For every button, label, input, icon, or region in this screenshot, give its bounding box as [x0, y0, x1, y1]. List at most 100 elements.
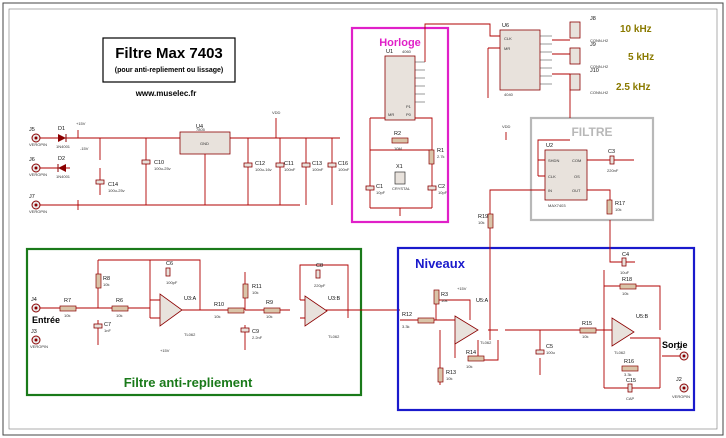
- svg-text:U3:B: U3:B: [328, 296, 341, 302]
- svg-text:J7: J7: [29, 194, 35, 200]
- diode-d2: D2 1N4001: [56, 156, 71, 179]
- svg-text:C3: C3: [608, 149, 615, 155]
- svg-text:J4: J4: [31, 297, 37, 303]
- svg-text:10pF: 10pF: [438, 190, 448, 195]
- resistor-r19: R19 10k: [478, 213, 494, 229]
- svg-text:C15: C15: [626, 378, 636, 384]
- svg-text:R2: R2: [394, 131, 401, 137]
- svg-text:C14: C14: [108, 182, 118, 188]
- svg-text:3.3k: 3.3k: [624, 372, 632, 377]
- connector-j4: J4: [31, 297, 41, 313]
- regulator-u4: U4 7805 GND: [179, 124, 231, 205]
- svg-text:U5:A: U5:A: [476, 298, 489, 304]
- connector-j6: J6 VEROPIN: [29, 157, 47, 177]
- connector-j7: J7 VEROPIN: [29, 194, 47, 214]
- svg-text:VEROPIN: VEROPIN: [30, 344, 48, 349]
- freq-2-5khz: 2.5 kHz: [616, 82, 650, 93]
- website: www.muselec.fr: [135, 89, 197, 98]
- capacitor-c8: C8 220pF: [314, 263, 326, 288]
- ic-u1: U1 4060 MR P0 P1: [384, 49, 425, 121]
- svg-text:MR: MR: [504, 46, 510, 51]
- svg-text:10k: 10k: [466, 364, 472, 369]
- svg-text:C12: C12: [255, 161, 265, 167]
- resistor-r2: R2 10M: [391, 131, 409, 151]
- svg-text:VDD: VDD: [502, 124, 511, 129]
- svg-text:R16: R16: [624, 359, 634, 365]
- svg-text:10k: 10k: [615, 207, 621, 212]
- svg-text:D2: D2: [58, 156, 65, 162]
- svg-text:VEROPIN: VEROPIN: [29, 172, 47, 177]
- ic-u6: U6 CLK MR 4040: [424, 23, 570, 98]
- resistor-r3: R3 10k: [433, 289, 448, 305]
- capacitor-c14: C14 100u-25v: [95, 179, 125, 193]
- resistor-r15: R15 10k: [579, 321, 597, 339]
- svg-text:10k: 10k: [252, 290, 258, 295]
- svg-text:1N4001: 1N4001: [56, 174, 71, 179]
- capacitor-c3: C3 220nF: [607, 149, 619, 173]
- svg-text:C7: C7: [104, 322, 111, 328]
- svg-text:10uF: 10uF: [620, 270, 630, 275]
- frequency-labels: 10 kHz 5 kHz 2.5 kHz: [616, 24, 654, 93]
- svg-text:-15V: -15V: [80, 146, 89, 151]
- horloge-label: Horloge: [379, 37, 421, 49]
- svg-text:R18: R18: [622, 277, 632, 283]
- svg-text:VEROPIN: VEROPIN: [29, 142, 47, 147]
- resistor-r16: R16 3.3k: [621, 359, 639, 377]
- svg-text:R19: R19: [478, 214, 488, 220]
- svg-text:C6: C6: [166, 261, 173, 267]
- svg-text:J1: J1: [676, 346, 682, 352]
- freq-5khz: 5 kHz: [628, 52, 654, 63]
- svg-text:U2: U2: [546, 143, 553, 149]
- svg-text:R8: R8: [103, 276, 110, 282]
- svg-text:SHDN: SHDN: [548, 158, 559, 163]
- svg-text:+15V: +15V: [160, 348, 170, 353]
- block-horloge: Horloge U1 4060 MR P0 P1 R2 10M R1 2.7k …: [350, 26, 450, 224]
- label-sortie: Sortie: [662, 340, 688, 350]
- svg-text:10k: 10k: [103, 282, 109, 287]
- svg-text:100u: 100u: [546, 350, 555, 355]
- label-entree: Entrée: [32, 315, 60, 325]
- capacitor-c10: C10 100u-25v: [141, 159, 171, 171]
- svg-text:R17: R17: [615, 201, 625, 207]
- capacitor-c6: C6 100pF: [165, 261, 178, 285]
- svg-text:COM: COM: [572, 158, 581, 163]
- svg-text:10k: 10k: [116, 313, 122, 318]
- crystal-x1: X1 CRYSTAL: [392, 164, 411, 191]
- svg-text:R14: R14: [466, 350, 476, 356]
- connector-j5: J5 VEROPIN: [29, 127, 47, 147]
- block-niveaux: Niveaux: [396, 246, 696, 412]
- svg-text:D1: D1: [58, 126, 65, 132]
- svg-text:100nF: 100nF: [284, 167, 296, 172]
- svg-text:TL062: TL062: [614, 350, 626, 355]
- resistor-r18: R18 10k: [619, 277, 637, 296]
- resistor-r11: R11 10k: [242, 283, 262, 299]
- svg-text:C9: C9: [252, 329, 259, 335]
- block-antirepliement: Filtre anti-repliement: [25, 247, 363, 397]
- svg-text:TL062: TL062: [184, 332, 196, 337]
- title-sub: (pour anti-repliement ou lissage): [115, 67, 224, 74]
- svg-text:X1: X1: [396, 164, 403, 170]
- svg-text:100u-16v: 100u-16v: [255, 167, 272, 172]
- svg-text:10k: 10k: [478, 220, 484, 225]
- svg-text:U1: U1: [386, 49, 393, 55]
- svg-text:MR: MR: [388, 112, 394, 117]
- jumper-j9: J9 CONN-H2: [569, 42, 609, 69]
- svg-text:1N4001: 1N4001: [56, 144, 71, 149]
- svg-text:VEROPIN: VEROPIN: [672, 394, 690, 399]
- svg-text:100nF: 100nF: [312, 167, 324, 172]
- svg-text:7805: 7805: [196, 127, 206, 132]
- resistor-r7: R7 10k: [59, 298, 77, 318]
- svg-text:R10: R10: [214, 302, 224, 308]
- svg-text:220nF: 220nF: [607, 168, 619, 173]
- svg-text:3.3k: 3.3k: [402, 324, 410, 329]
- freq-10khz: 10 kHz: [620, 24, 652, 35]
- svg-text:J5: J5: [29, 127, 35, 133]
- svg-text:R13: R13: [446, 370, 456, 376]
- svg-text:OS: OS: [574, 174, 580, 179]
- svg-text:R6: R6: [116, 298, 123, 304]
- svg-text:100nF: 100nF: [338, 167, 350, 172]
- diode-d1: D1 1N4001: [56, 126, 71, 149]
- connector-j3: J3 VEROPIN: [30, 329, 48, 349]
- svg-text:10k: 10k: [64, 313, 70, 318]
